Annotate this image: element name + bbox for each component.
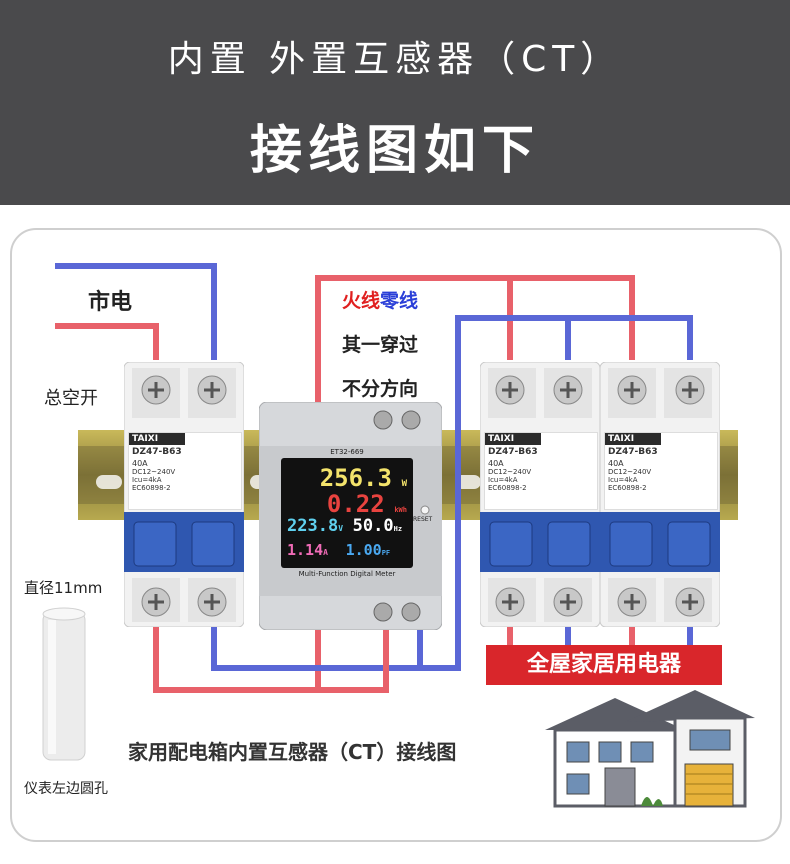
breaker-rating: 40A: [488, 459, 504, 468]
breaker-brand: TAIXI: [485, 433, 541, 445]
header-banner: 内置 外置互感器（CT） 接线图如下: [0, 0, 790, 205]
breaker-standard: EC60898-2: [608, 484, 647, 492]
meter-name: Multi-Function Digital Meter: [298, 570, 396, 578]
label-hole-note: 仪表左边圆孔: [24, 781, 108, 797]
meter-model: ET32-669: [330, 448, 364, 456]
meter-body: [258, 401, 443, 631]
meter-power-value: 256.3: [319, 464, 392, 492]
label-pass-through: 其一穿过: [342, 334, 419, 356]
label-mains: 市电: [88, 290, 133, 315]
label-main-switch: 总空开: [44, 388, 98, 409]
label-live: 火线: [342, 290, 381, 312]
breaker-standard: EC60898-2: [132, 484, 171, 492]
label-neutral: 零线: [380, 290, 419, 312]
header-title-line2: 接线图如下: [249, 121, 540, 181]
breaker-rating: 40A: [132, 459, 148, 468]
meter-pf-value: 1.00: [345, 541, 382, 559]
header-title-line1: 内置 外置互感器（CT）: [167, 39, 623, 80]
branch-neutral-wire: [420, 315, 693, 671]
branch-breaker-2[interactable]: TAIXI DZ47-B63 40A DC12~240V Icu=4kA EC6…: [599, 361, 721, 628]
meter-energy-value: 0.22: [326, 490, 385, 518]
breaker-brand: TAIXI: [129, 433, 185, 445]
meter-pf-unit: PF: [381, 549, 391, 557]
diagram-caption: 家用配电箱内置互感器（CT）接线图: [128, 740, 457, 764]
meter-frequency-value: 50.0: [352, 516, 394, 536]
meter-power-unit: W: [401, 479, 407, 489]
breaker-rating: 40A: [608, 459, 624, 468]
breaker-model: DZ47-B63: [488, 447, 538, 457]
breaker-icu: Icu=4kA: [608, 476, 638, 484]
digital-meter: ET32-669 256.3 W 0.22 kWh 223.8V 50.0Hz …: [258, 401, 443, 631]
breaker-voltage: DC12~240V: [608, 468, 652, 476]
meter-current-unit: A: [323, 548, 328, 557]
meter-live-wire: [318, 626, 389, 693]
mains-live-wire: [55, 323, 159, 360]
label-diameter: 直径11mm: [24, 579, 103, 597]
breaker-voltage: DC12~240V: [132, 468, 176, 476]
label-any-direction: 不分方向: [342, 378, 419, 400]
appliances-box: 全屋家居用电器: [486, 645, 722, 685]
branch-breaker-1[interactable]: TAIXI DZ47-B63 40A DC12~240V Icu=4kA EC6…: [479, 361, 601, 628]
breaker-standard: EC60898-2: [488, 484, 527, 492]
ct-hole-cylinder: [42, 607, 86, 761]
mains-neutral-wire: [55, 263, 217, 360]
house-icon: [545, 690, 755, 808]
breaker-brand: TAIXI: [605, 433, 661, 445]
meter-energy-unit: kWh: [394, 506, 407, 514]
meter-voltage-unit: V: [338, 524, 344, 533]
main-out-neutral-wire: [211, 625, 423, 671]
breaker-icu: Icu=4kA: [488, 476, 518, 484]
breaker-model: DZ47-B63: [132, 447, 182, 457]
breaker-model: DZ47-B63: [608, 447, 658, 457]
meter-current-value: 1.14: [287, 541, 324, 559]
label-live-neutral: 火线零线: [342, 286, 418, 313]
meter-reset-label[interactable]: RESET: [413, 516, 433, 523]
main-breaker[interactable]: TAIXI DZ47-B63 40A DC12~240V Icu=4kA EC6…: [123, 361, 245, 628]
breaker-icu: Icu=4kA: [132, 476, 162, 484]
meter-voltage-value: 223.8: [287, 516, 339, 536]
breaker-voltage: DC12~240V: [488, 468, 532, 476]
meter-frequency-unit: Hz: [393, 525, 403, 533]
